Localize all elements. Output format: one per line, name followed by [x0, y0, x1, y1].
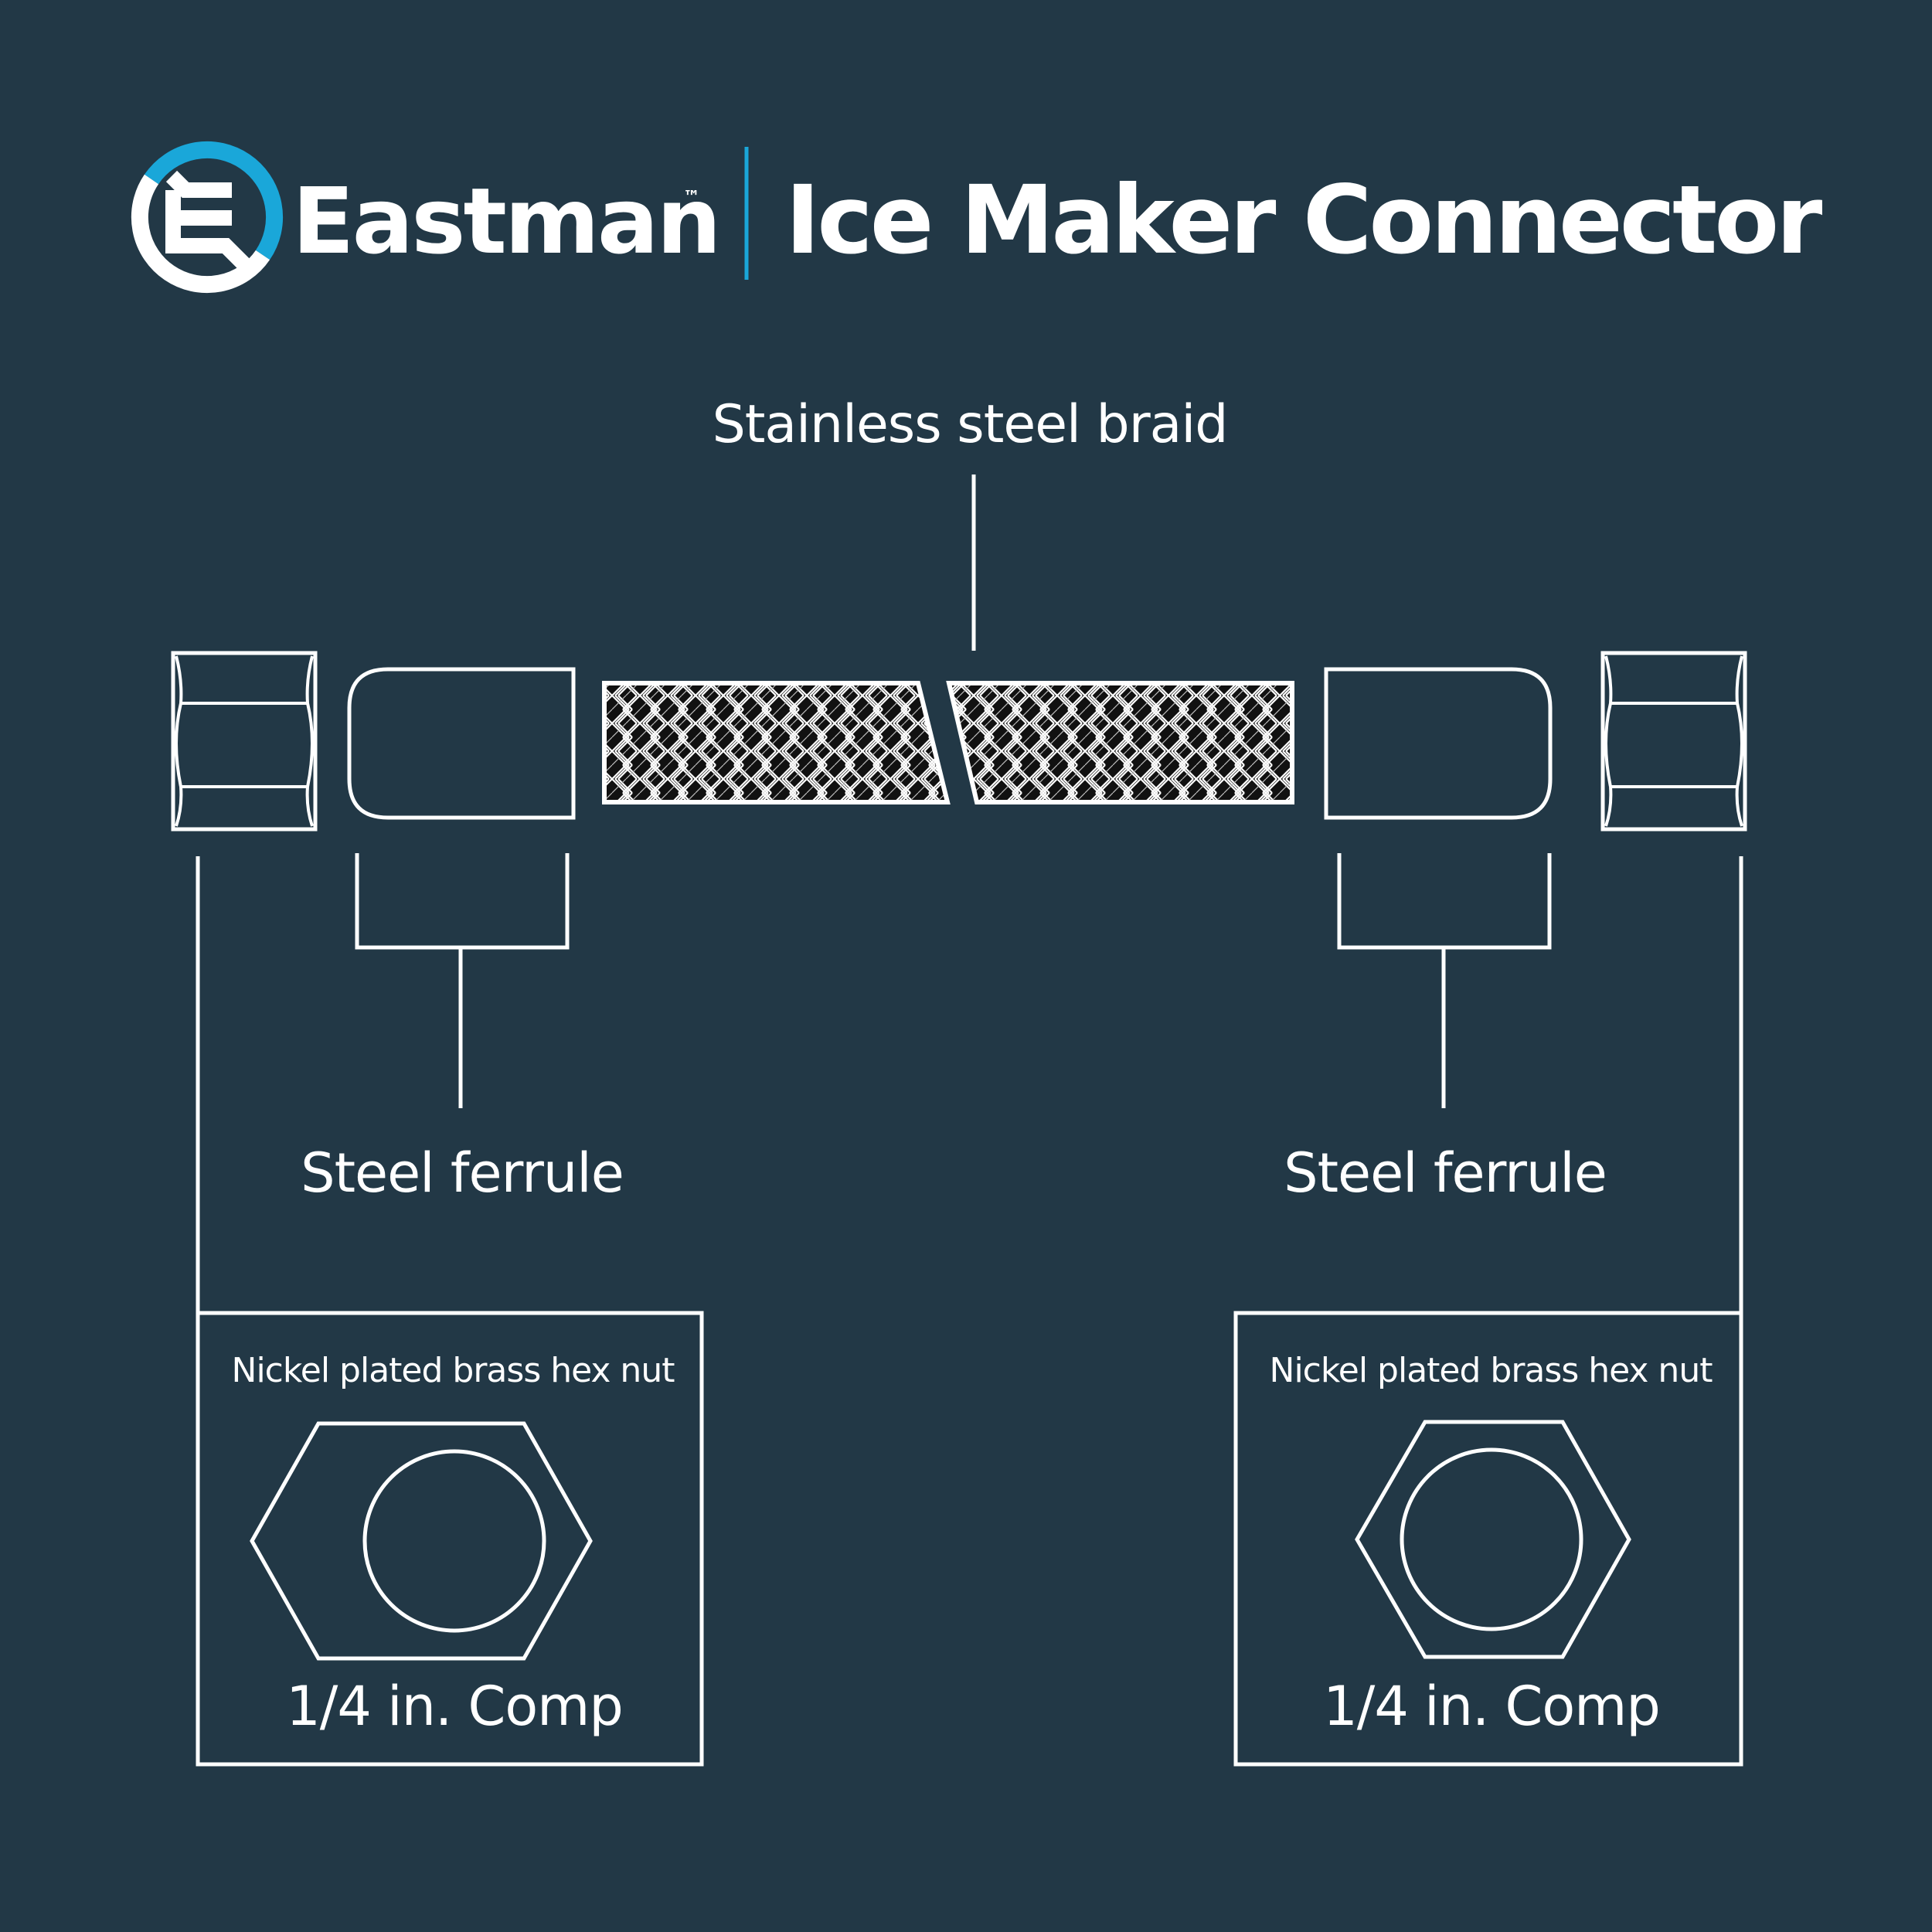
- left-nut-info-box: Nickel plated brass hex nut 1/4 in. Comp: [196, 1311, 704, 1767]
- page-title: Ice Maker Connector: [785, 165, 1822, 275]
- brand-name: Eastman: [292, 168, 719, 274]
- left-ferrule-bracket: [355, 853, 570, 1108]
- left-nut-size: 1/4 in. Comp: [286, 1675, 623, 1738]
- right-ferrule: [1324, 667, 1553, 820]
- braid-left-segment: [602, 681, 951, 804]
- braid-label: Stainless steel braid: [713, 394, 1228, 455]
- left-hex-nut-side: [171, 651, 318, 832]
- right-nut-size: 1/4 in. Comp: [1323, 1675, 1660, 1738]
- eastman-logo-icon: [131, 141, 284, 294]
- left-ferrule: [347, 667, 576, 820]
- right-nut-heading: Nickel plated brass hex nut: [1270, 1351, 1713, 1390]
- left-nut-heading: Nickel plated brass hex nut: [232, 1351, 675, 1390]
- right-hex-nut-side: [1600, 651, 1747, 832]
- left-ferrule-label: Steel ferrule: [301, 1141, 624, 1205]
- hex-nut-icon: [1355, 1420, 1631, 1659]
- right-ferrule-bracket: [1337, 853, 1552, 1108]
- hex-nut-icon: [250, 1421, 593, 1661]
- braid-right-segment: [946, 681, 1294, 804]
- right-nut-info-box: Nickel plated brass hex nut 1/4 in. Comp: [1233, 1311, 1743, 1767]
- brand-trademark: ™: [683, 188, 700, 207]
- right-ferrule-label: Steel ferrule: [1284, 1141, 1607, 1205]
